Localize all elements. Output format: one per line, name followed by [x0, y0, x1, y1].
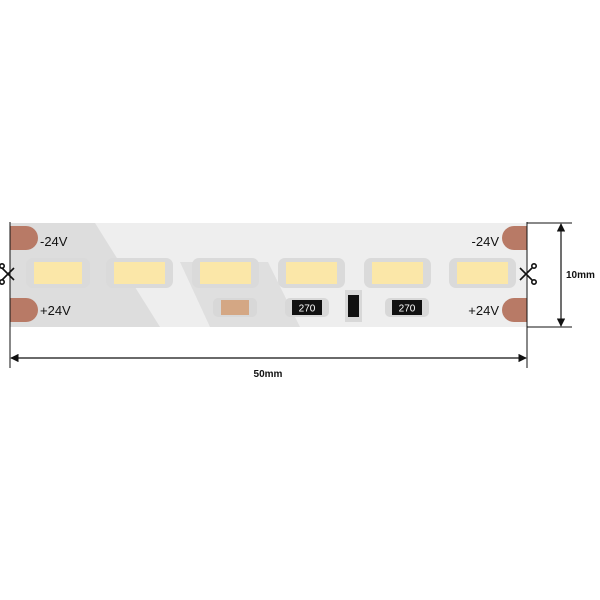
length-label: 50mm [254, 369, 283, 380]
resistor-value: 270 [399, 304, 416, 315]
pad-label-left-top: -24V [40, 234, 68, 249]
led-chip [278, 258, 345, 288]
solder-pad-right-bottom [502, 298, 527, 322]
resistor: 270 [285, 298, 329, 317]
pad-label-right-top: -24V [472, 234, 500, 249]
led-chip [26, 258, 90, 288]
pad-label-left-bottom: +24V [40, 303, 71, 318]
resistor-value: 270 [299, 304, 316, 315]
capacitor [213, 298, 257, 317]
diode [345, 290, 362, 322]
resistor: 270 [385, 298, 429, 317]
solder-pad-right-top [502, 226, 527, 250]
solder-pad-left-top [10, 226, 38, 250]
solder-pad-left-bottom [10, 298, 38, 322]
led-chip [106, 258, 173, 288]
led-chip [192, 258, 259, 288]
pad-label-right-bottom: +24V [468, 303, 499, 318]
scissors-icon [519, 262, 537, 285]
led-chip [449, 258, 516, 288]
scissors-icon [0, 263, 15, 285]
height-label: 10mm [566, 270, 595, 281]
led-chip [364, 258, 431, 288]
